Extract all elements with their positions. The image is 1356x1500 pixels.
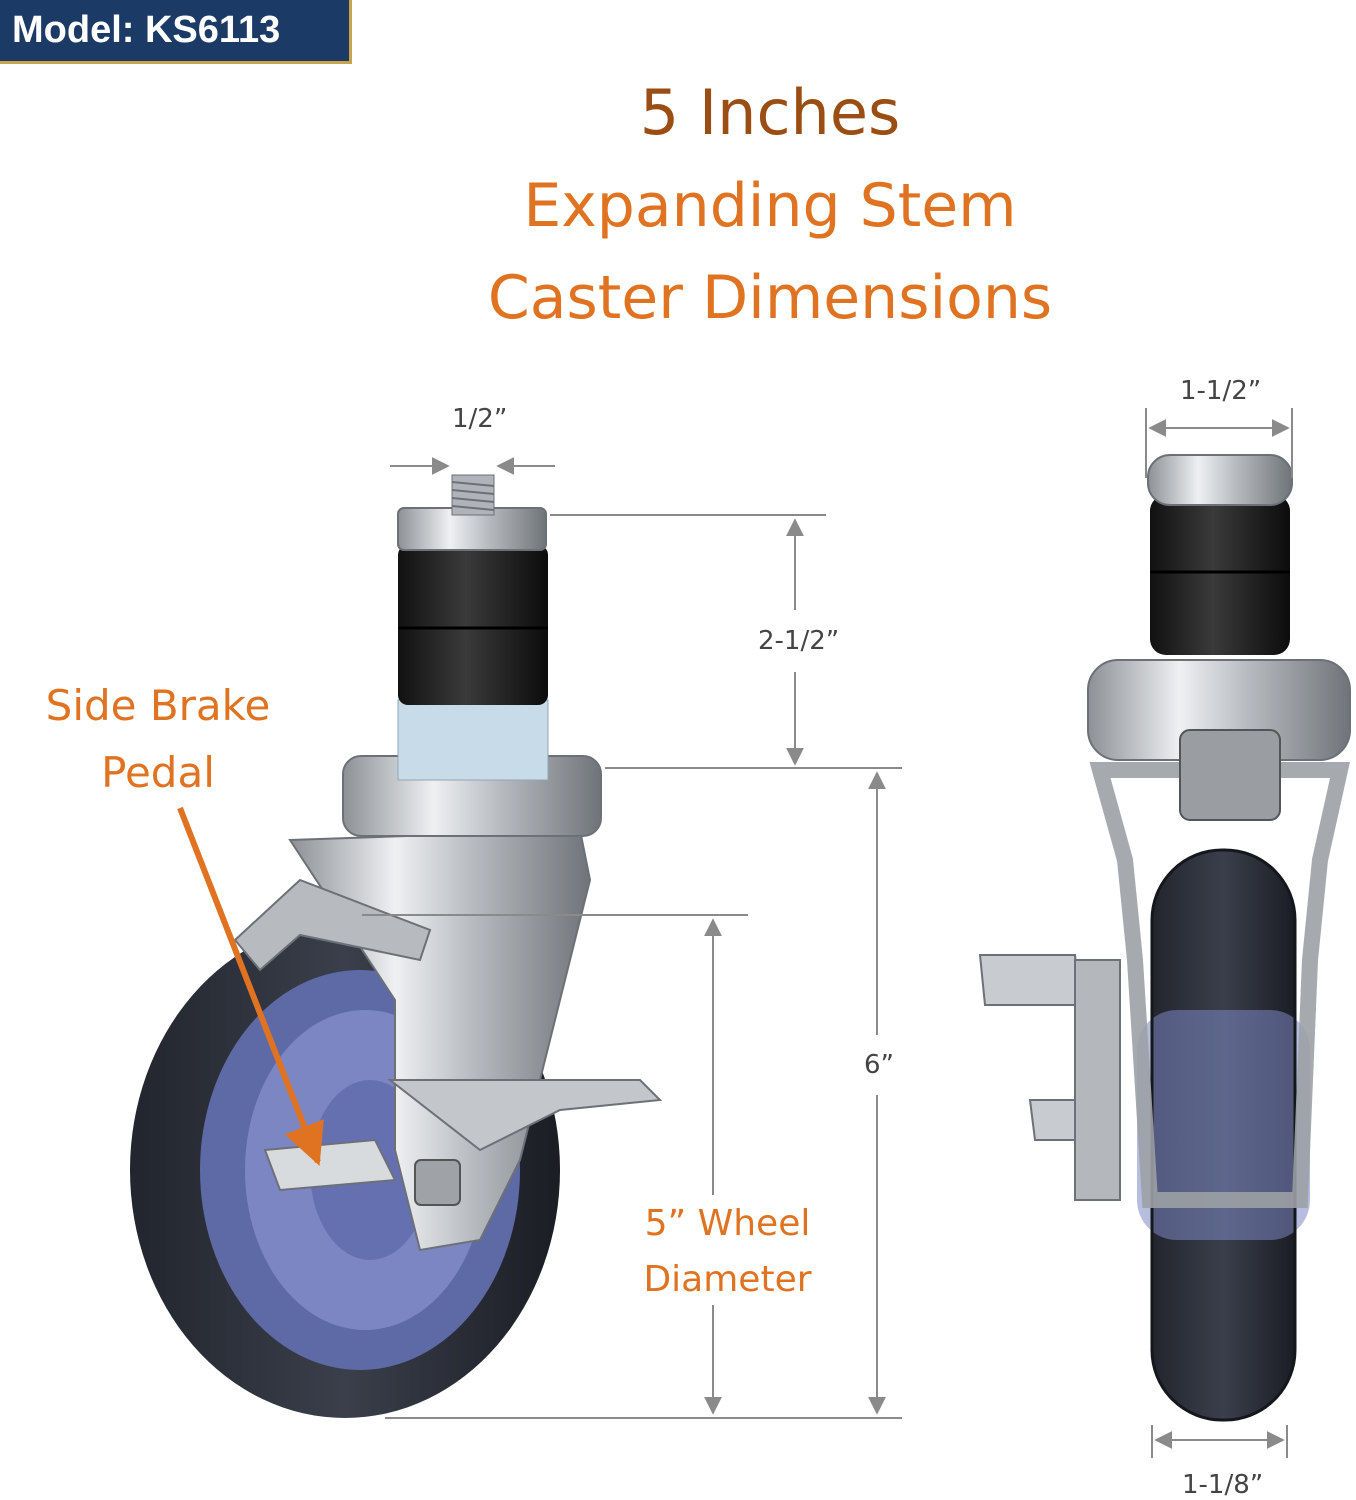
dim-wheel-width: 1-1/8”: [1182, 1470, 1264, 1500]
rubber-stem-shape: [398, 545, 548, 705]
model-badge: Model: KS6113: [0, 0, 352, 64]
dimension-lines: [362, 408, 1293, 1458]
dim-overall-height: 6”: [864, 1050, 895, 1080]
brake-callout-line-1: Side Brake: [45, 681, 271, 730]
wheel-callout: 5” Wheel Diameter: [620, 1196, 835, 1308]
brake-callout-line-2: Pedal: [101, 748, 215, 798]
title-line-3: Caster Dimensions: [487, 263, 1053, 333]
brake-pedal-shape: [263, 1138, 397, 1192]
dim-stem-height: 2-1/2”: [758, 626, 840, 656]
dim-top-width: 1-1/2”: [1180, 376, 1262, 406]
brake-callout: Side Brake Pedal: [18, 672, 298, 806]
title-line-2: Expanding Stem: [523, 171, 1017, 241]
caster-front-view: [978, 454, 1351, 1422]
wheel-callout-line-1: 5” Wheel: [644, 1203, 811, 1244]
wheel-callout-line-2: Diameter: [643, 1258, 812, 1300]
dim-stem-diameter: 1/2”: [452, 404, 508, 434]
brake-callout-arrow: [177, 806, 324, 1166]
front-rubber-stem-shape: [1150, 495, 1290, 655]
model-badge-text: Model: KS6113: [12, 9, 281, 51]
caster-side-view: [130, 474, 663, 1418]
title-line-1: 5 Inches: [639, 76, 901, 149]
